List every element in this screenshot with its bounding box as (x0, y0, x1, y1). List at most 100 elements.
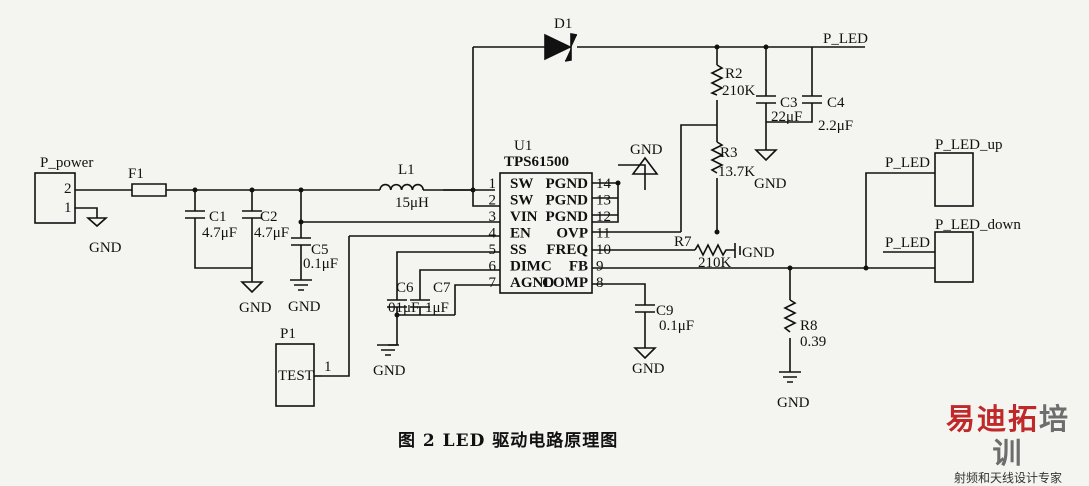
label-c3: C3 (780, 95, 798, 111)
wire-top-rail (472, 46, 865, 183)
watermark-logo: 易迪拓培训 射频和天线设计专家 (932, 402, 1084, 486)
capacitor-c2 (242, 210, 262, 219)
label-r7: R7 (674, 234, 692, 250)
ic-pin-number: 8 (596, 275, 604, 291)
label-c5: C5 (311, 242, 329, 258)
label-c9-value: 0.1μF (659, 318, 694, 334)
ic-pin-number: 6 (489, 259, 497, 275)
resistor-r7 (694, 243, 735, 257)
label-gnd-pgnd: GND (630, 142, 663, 158)
wire-input (75, 189, 495, 218)
connector-p1-test (275, 343, 315, 407)
label-c4: C4 (827, 95, 845, 111)
ic-pin-name: PGND (546, 209, 589, 225)
label-c6: C6 (396, 280, 414, 296)
wire-pgnd (592, 164, 646, 223)
ic-pin-name: PGND (546, 176, 589, 192)
resistor-r8 (783, 299, 797, 333)
ic-pin-number: 5 (489, 242, 497, 258)
label-r2-value: 210K (722, 83, 756, 99)
ic-pin-name: SW (510, 193, 533, 209)
label-p-led-left-1: P_LED (885, 155, 930, 171)
ic-pin-number: 7 (489, 275, 497, 291)
watermark-tagline: 射频和天线设计专家 (953, 471, 1062, 485)
ic-pin-number: 11 (596, 226, 610, 242)
ic-pin-name: EN (510, 226, 531, 242)
capacitor-c7 (410, 299, 430, 308)
label-c7-value: 1μF (425, 300, 449, 316)
wire-fb (592, 267, 866, 348)
label-r7-value: 210K (698, 255, 732, 271)
ic-pin-number: 13 (596, 193, 611, 209)
ic-pin-name: OVP (556, 226, 588, 242)
label-p-led-left-2: P_LED (885, 235, 930, 251)
label-test: TEST (278, 368, 314, 384)
capacitor-c9 (635, 304, 655, 313)
label-pin-2: 2 (64, 181, 72, 197)
capacitor-c5 (291, 237, 311, 246)
label-gnd-r7: GND (742, 245, 775, 261)
ic-pin-name: VIN (510, 209, 538, 225)
label-c7: C7 (433, 280, 451, 296)
label-l1: L1 (398, 162, 415, 178)
fuse-f1 (131, 183, 167, 197)
wire-c3c4 (765, 47, 813, 150)
label-gnd-c9: GND (632, 361, 665, 377)
ic-pin-number: 4 (489, 226, 497, 242)
wire-divider (680, 47, 718, 232)
label-gnd-c2: GND (239, 300, 272, 316)
gnd-symbol (377, 344, 399, 356)
label-c2-value: 4.7μF (254, 225, 289, 241)
label-test-pin: 1 (324, 359, 332, 375)
label-gnd-c3: GND (754, 176, 787, 192)
label-r8-value: 0.39 (800, 334, 826, 350)
label-p-led-top: P_LED (823, 31, 868, 47)
ic-pin-name: DIMC (510, 259, 552, 275)
gnd-symbol (734, 243, 741, 258)
label-r8: R8 (800, 318, 818, 334)
wire-en (322, 235, 500, 377)
capacitor-c3 (756, 95, 776, 104)
ic-pin-number: 10 (596, 242, 611, 258)
circuit-schematic: D1 P_LED R2 210K C3 22μF C4 2.2μF R3 13.… (34, 16, 1021, 411)
label-c1: C1 (209, 209, 227, 225)
diode-d1 (544, 33, 578, 62)
connector-p-led-up (934, 152, 974, 207)
ic-pin-number: 2 (489, 193, 497, 209)
ic-pin-name: AGND (510, 275, 554, 291)
ic-pin-name: PGND (546, 193, 589, 209)
ic-tps61500 (499, 172, 593, 294)
gnd-symbol (85, 217, 109, 228)
ic-pin-number: 9 (596, 259, 604, 275)
label-c6-value: 01μF (388, 300, 419, 316)
ic-pin-number: 1 (489, 176, 497, 192)
capacitor-c4 (802, 95, 822, 104)
label-f1: F1 (128, 166, 144, 182)
gnd-symbol (240, 281, 264, 294)
label-c9: C9 (656, 303, 674, 319)
label-pin-1: 1 (64, 200, 72, 216)
label-r2: R2 (725, 66, 743, 82)
label-p1: P1 (280, 326, 296, 342)
label-u1: U1 (514, 138, 532, 154)
label-c4-value: 2.2μF (818, 118, 853, 134)
gnd-symbol (779, 371, 801, 383)
label-ic-name: TPS61500 (504, 154, 569, 170)
ic-pin-name: FB (569, 259, 588, 275)
gnd-symbol (290, 279, 312, 291)
label-c1-value: 4.7μF (202, 225, 237, 241)
label-r3-value: 13.7K (718, 164, 755, 180)
label-gnd-power: GND (89, 240, 122, 256)
inductor-l1 (379, 183, 424, 191)
label-c3-value: 22μF (771, 109, 802, 125)
ic-pin-name: SS (510, 242, 527, 258)
gnd-symbol (633, 347, 657, 360)
capacitor-c6 (387, 299, 407, 308)
connector-p-power (34, 172, 76, 224)
label-p-led-down: P_LED_down (935, 217, 1021, 233)
watermark-brand-red: 易迪拓 (945, 402, 1039, 436)
gnd-symbol (631, 156, 659, 175)
label-l1-value: 15μH (395, 195, 429, 211)
